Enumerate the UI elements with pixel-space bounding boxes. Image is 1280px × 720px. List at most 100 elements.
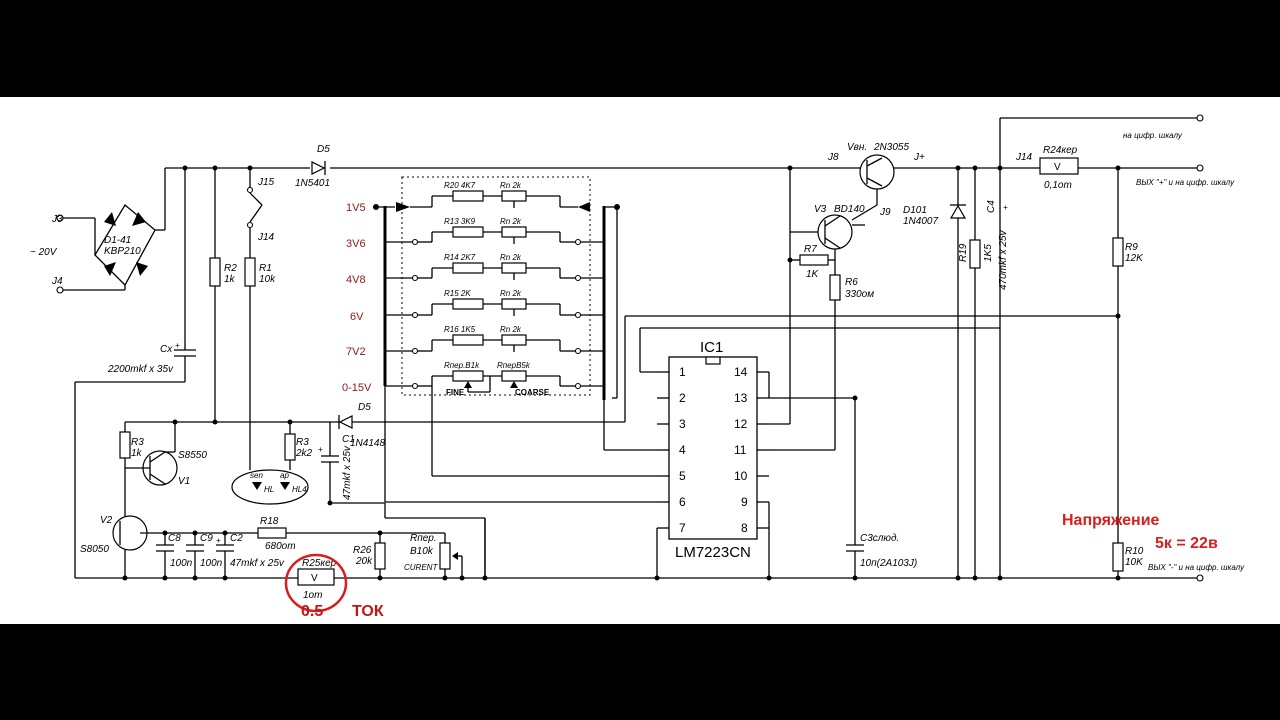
c9-value: 100n xyxy=(200,558,223,569)
rn-row3-label: Rn 2k xyxy=(500,253,522,262)
out-minus-label: ВЫХ "-" и на цифр. шкалу xyxy=(1148,563,1245,572)
r24-v-label: V xyxy=(1054,162,1061,173)
r3b-value: 2k2 xyxy=(295,448,313,459)
svg-text:2: 2 xyxy=(679,391,686,405)
q2n3055-label: 2N3055 xyxy=(873,142,909,153)
ic1-part: LM7223CN xyxy=(675,544,751,561)
rn-row1-label: Rn 2k xyxy=(500,181,522,190)
r24-shunt xyxy=(1039,157,1079,175)
r10-value: 10K xyxy=(1125,557,1144,568)
rper-b10k-label-1: Rпер. xyxy=(410,533,437,544)
svg-text:13: 13 xyxy=(734,391,748,405)
c2-label: C2 xyxy=(230,533,243,544)
r25-value: 1om xyxy=(303,590,322,601)
rper-b1k-label: Rпер.B1k xyxy=(444,361,480,370)
c1-value: 47mkf x 25v xyxy=(342,445,353,500)
c9-label: C9 xyxy=(200,533,213,544)
r16-label: R16 1K5 xyxy=(444,325,476,334)
r24-label: R24кер xyxy=(1043,145,1078,156)
r10-resistor xyxy=(1112,542,1124,572)
input-section: J3 J4 ~ 20V D1-41 KBP210 D5 1N5401 xyxy=(30,144,790,470)
selector-dashed-box xyxy=(401,176,591,396)
led-indicator xyxy=(231,469,309,505)
r6-resistor xyxy=(829,274,841,301)
r20-resistor xyxy=(452,190,484,202)
svg-text:+: + xyxy=(1003,203,1008,212)
j4-terminal xyxy=(56,286,64,294)
to-scale-top: на цифр. шкалу xyxy=(1123,131,1183,140)
c3-label: C3слюд. xyxy=(860,533,899,544)
d101-value: 1N4007 xyxy=(903,216,938,227)
r1-value: 10k xyxy=(259,274,276,285)
j15-label: J15 xyxy=(257,177,275,188)
schematic-sheet: J3 J4 ~ 20V D1-41 KBP210 D5 1N5401 xyxy=(0,97,1280,624)
d5b-value: 1N4148 xyxy=(350,438,385,449)
voltage-4v8: 4V8 xyxy=(346,274,366,286)
r3a-resistor xyxy=(119,431,131,459)
rper-b10k-label-2: B10k xyxy=(410,546,434,557)
r13-resistor xyxy=(452,226,484,238)
svg-text:10: 10 xyxy=(734,469,748,483)
r15-label: R15 2K xyxy=(444,289,471,298)
rper-b5k-pot xyxy=(501,370,527,382)
voltage-note-title: Напряжение xyxy=(1062,512,1160,529)
svg-text:12: 12 xyxy=(734,417,748,431)
jplus-label: J+ xyxy=(913,152,925,163)
r9-value: 12K xyxy=(1125,253,1144,264)
c2-value: 47mkf x 25v xyxy=(230,558,285,569)
j8-label: J8 xyxy=(827,152,839,163)
selector-rows: R20 4K7 Rn 2k R13 3K9 Rn 2k xyxy=(410,181,582,397)
rn-row1 xyxy=(501,190,527,202)
d101-diode-icon xyxy=(949,204,967,219)
hl3-label: HL xyxy=(264,485,274,494)
schematic-diagram: J3 J4 ~ 20V D1-41 KBP210 D5 1N5401 xyxy=(30,114,1245,620)
r6-value: 330ом xyxy=(845,289,874,300)
c4-value: 470mkf x 25v xyxy=(998,230,1009,290)
bd140-label: BD140 xyxy=(834,204,865,215)
c8-value: 100n xyxy=(170,558,193,569)
voltage-6v: 6V xyxy=(350,311,364,323)
voltage-1v5: 1V5 xyxy=(346,202,366,214)
c4-label: C4 xyxy=(986,200,997,213)
ic1-chip: IC1 LM7223CN 1 2 3 4 5 6 7 14 13 12 11 1… xyxy=(384,168,1200,581)
d5a-label: D5 xyxy=(317,144,330,155)
hl-op-label: sen xyxy=(250,471,263,480)
c1-label: C1 xyxy=(342,434,355,445)
j4-label: J4 xyxy=(51,276,63,287)
rper-b1k-pot xyxy=(452,370,484,382)
bridge-name: D1-41 xyxy=(104,235,131,246)
voltage-7v2: 7V2 xyxy=(346,346,366,358)
cx-label: Cx xyxy=(160,344,173,355)
v3-label: V3 xyxy=(814,204,827,215)
rn-row5-label: Rn 2k xyxy=(500,325,522,334)
svg-text:7: 7 xyxy=(679,521,686,535)
r13-label: R13 3K9 xyxy=(444,217,476,226)
r3b-resistor xyxy=(284,433,296,461)
ic1-body xyxy=(668,356,758,540)
r3b-label: R3 xyxy=(296,437,309,448)
v2-label: V2 xyxy=(100,515,113,526)
r3a-value: 1k xyxy=(131,448,143,459)
current-highlight-circle xyxy=(284,553,348,613)
r2-resistor xyxy=(209,257,221,287)
c3-value: 10п(2А103J) xyxy=(860,558,917,569)
r25-label: R25кер xyxy=(302,558,337,569)
r26-resistor xyxy=(374,542,386,570)
rn-row5 xyxy=(501,334,527,346)
protection-section: D5 1N4148 R3 1k S8550 V1 V2 S8050 R3 2k2 xyxy=(74,381,625,620)
rn-row2-label: Rn 2k xyxy=(500,217,522,226)
d5b-label: D5 xyxy=(358,402,371,413)
r3a-label: R3 xyxy=(131,437,144,448)
ac-input-label: ~ 20V xyxy=(30,247,58,258)
r18-value: 680om xyxy=(265,541,296,552)
s8550-label: S8550 xyxy=(178,450,207,461)
voltage-3v6: 3V6 xyxy=(346,238,366,250)
j14a-label: J14 xyxy=(257,232,275,243)
rper-b10k-pot xyxy=(439,542,451,570)
svg-text:+: + xyxy=(216,536,221,545)
ic1-label: IC1 xyxy=(700,339,723,356)
j3-terminal xyxy=(56,214,64,222)
r15-resistor xyxy=(452,298,484,310)
r1-resistor xyxy=(244,257,256,287)
rper-b5k-label: RперB5k xyxy=(497,361,531,370)
